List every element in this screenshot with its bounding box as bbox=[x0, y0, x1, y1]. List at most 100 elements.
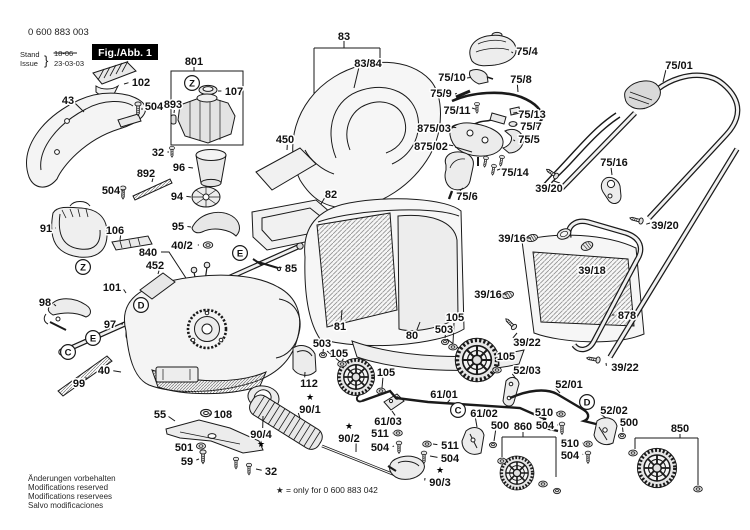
svg-text:★: ★ bbox=[436, 465, 444, 475]
svg-text:510: 510 bbox=[561, 438, 579, 450]
svg-text:850: 850 bbox=[671, 423, 689, 435]
svg-text:75/8: 75/8 bbox=[510, 74, 531, 86]
svg-text:81: 81 bbox=[334, 321, 346, 333]
part-label-55: 55 bbox=[152, 407, 176, 422]
star-footnote: ★ = only for 0 600 883 042 bbox=[276, 485, 378, 495]
svg-text:80: 80 bbox=[406, 330, 418, 342]
svg-text:108: 108 bbox=[214, 409, 232, 421]
part-label-61-01: 61/01 bbox=[429, 387, 459, 404]
part-label-32: 32 bbox=[255, 464, 279, 479]
part-label-39-16: 39/16 bbox=[473, 287, 507, 302]
part-label-450: 450 bbox=[274, 132, 296, 151]
svg-text:95: 95 bbox=[172, 221, 184, 233]
svg-text:32: 32 bbox=[152, 147, 164, 159]
svg-text:501: 501 bbox=[175, 442, 193, 454]
part-label-504: 504 bbox=[141, 99, 166, 114]
brace-glyph: } bbox=[44, 53, 49, 68]
svg-text:801: 801 bbox=[185, 56, 203, 68]
svg-text:61/01: 61/01 bbox=[430, 389, 458, 401]
title-block: 0 600 883 003 Stand Issue } 18-06 23-03-… bbox=[20, 27, 158, 68]
svg-text:52/02: 52/02 bbox=[600, 405, 628, 417]
svg-text:892: 892 bbox=[137, 168, 155, 180]
part-label-75-14: 75/14 bbox=[496, 165, 531, 180]
svg-text:102: 102 bbox=[132, 77, 150, 89]
svg-text:75/5: 75/5 bbox=[518, 134, 539, 146]
callout-D: D bbox=[578, 394, 595, 411]
svg-text:504: 504 bbox=[145, 101, 164, 113]
part-label-61-02: 61/02 bbox=[469, 406, 499, 428]
part-label-106: 106 bbox=[104, 223, 126, 241]
svg-text:75/13: 75/13 bbox=[518, 109, 546, 121]
svg-text:450: 450 bbox=[276, 134, 294, 146]
svg-text:504: 504 bbox=[102, 185, 121, 197]
part-label-102: 102 bbox=[123, 75, 152, 90]
svg-text:39/20: 39/20 bbox=[535, 183, 563, 195]
svg-text:83/84: 83/84 bbox=[354, 58, 382, 70]
svg-text:40/2: 40/2 bbox=[171, 240, 192, 252]
svg-text:83: 83 bbox=[338, 31, 350, 43]
svg-text:503: 503 bbox=[313, 338, 331, 350]
part-label-91: 91 bbox=[38, 221, 56, 236]
part-label-40-2: 40/2 bbox=[170, 238, 199, 253]
old-issue-date: 18-06 bbox=[54, 49, 73, 58]
svg-text:511: 511 bbox=[441, 440, 459, 452]
part-label-39-22: 39/22 bbox=[512, 332, 542, 350]
svg-text:75/7: 75/7 bbox=[520, 121, 541, 133]
svg-text:75/4: 75/4 bbox=[516, 46, 538, 58]
svg-text:840: 840 bbox=[139, 247, 157, 259]
part-label-75-5: 75/5 bbox=[513, 132, 541, 147]
part-label-40: 40 bbox=[96, 363, 122, 378]
part-label-75-8: 75/8 bbox=[509, 72, 533, 93]
svg-text:105: 105 bbox=[446, 312, 464, 324]
part-label-39-20: 39/20 bbox=[534, 180, 564, 196]
svg-text:85: 85 bbox=[285, 263, 297, 275]
svg-text:52/03: 52/03 bbox=[513, 365, 541, 377]
part-label-90-2: 90/2★ bbox=[337, 421, 361, 453]
svg-text:90/2: 90/2 bbox=[338, 433, 359, 445]
svg-text:504: 504 bbox=[441, 453, 460, 465]
part-label-860: 860 bbox=[512, 419, 533, 434]
svg-text:107: 107 bbox=[225, 86, 243, 98]
part-label-32: 32 bbox=[150, 145, 169, 160]
callout-Z: Z bbox=[74, 259, 91, 276]
part-label-90-4: 90/4★ bbox=[249, 415, 274, 449]
part-label-105: 105 bbox=[444, 310, 466, 344]
svg-text:504: 504 bbox=[536, 420, 555, 432]
part-label-83: 83 bbox=[336, 29, 351, 44]
svg-text:55: 55 bbox=[154, 409, 166, 421]
part-label-500: 500 bbox=[489, 418, 511, 442]
callout-C: C bbox=[450, 402, 467, 419]
part-label-893: 893 bbox=[162, 97, 184, 114]
svg-text:99: 99 bbox=[73, 378, 85, 390]
svg-text:500: 500 bbox=[620, 417, 638, 429]
part-label-39-20: 39/20 bbox=[646, 218, 680, 233]
svg-text:75/9: 75/9 bbox=[430, 88, 451, 100]
svg-text:101: 101 bbox=[103, 282, 121, 294]
part-label-97: 97 bbox=[102, 317, 123, 332]
part-label-75-4: 75/4 bbox=[511, 44, 540, 59]
svg-text:96: 96 bbox=[173, 162, 185, 174]
part-label-112: 112 bbox=[299, 371, 319, 391]
part-label-105: 105 bbox=[495, 349, 517, 367]
rear-linkage-group bbox=[502, 376, 626, 464]
part-label-90-1: 90/1★ bbox=[298, 392, 322, 419]
part-label-510: 510 bbox=[559, 436, 583, 451]
part-label-90-3: 90/3★ bbox=[424, 465, 452, 490]
part-label-501: 501 bbox=[173, 440, 197, 455]
svg-text:E: E bbox=[237, 248, 243, 259]
part-label-98: 98 bbox=[37, 295, 57, 310]
part-label-82: 82 bbox=[320, 187, 339, 205]
part-label-511: 511 bbox=[370, 426, 393, 441]
svg-text:Z: Z bbox=[80, 262, 86, 273]
part-label-52-01: 52/01 bbox=[554, 377, 584, 394]
part-label-95: 95 bbox=[170, 219, 192, 234]
svg-text:511: 511 bbox=[371, 428, 389, 440]
svg-text:75/14: 75/14 bbox=[501, 167, 529, 179]
svg-text:105: 105 bbox=[330, 348, 348, 360]
part-label-875-03: 875/03 bbox=[416, 121, 457, 136]
part-label-503: 503 bbox=[311, 336, 333, 353]
part-label-500: 500 bbox=[618, 415, 640, 433]
callout-E: E bbox=[232, 245, 249, 262]
svg-text:875/03: 875/03 bbox=[417, 123, 451, 135]
svg-text:860: 860 bbox=[514, 421, 532, 433]
